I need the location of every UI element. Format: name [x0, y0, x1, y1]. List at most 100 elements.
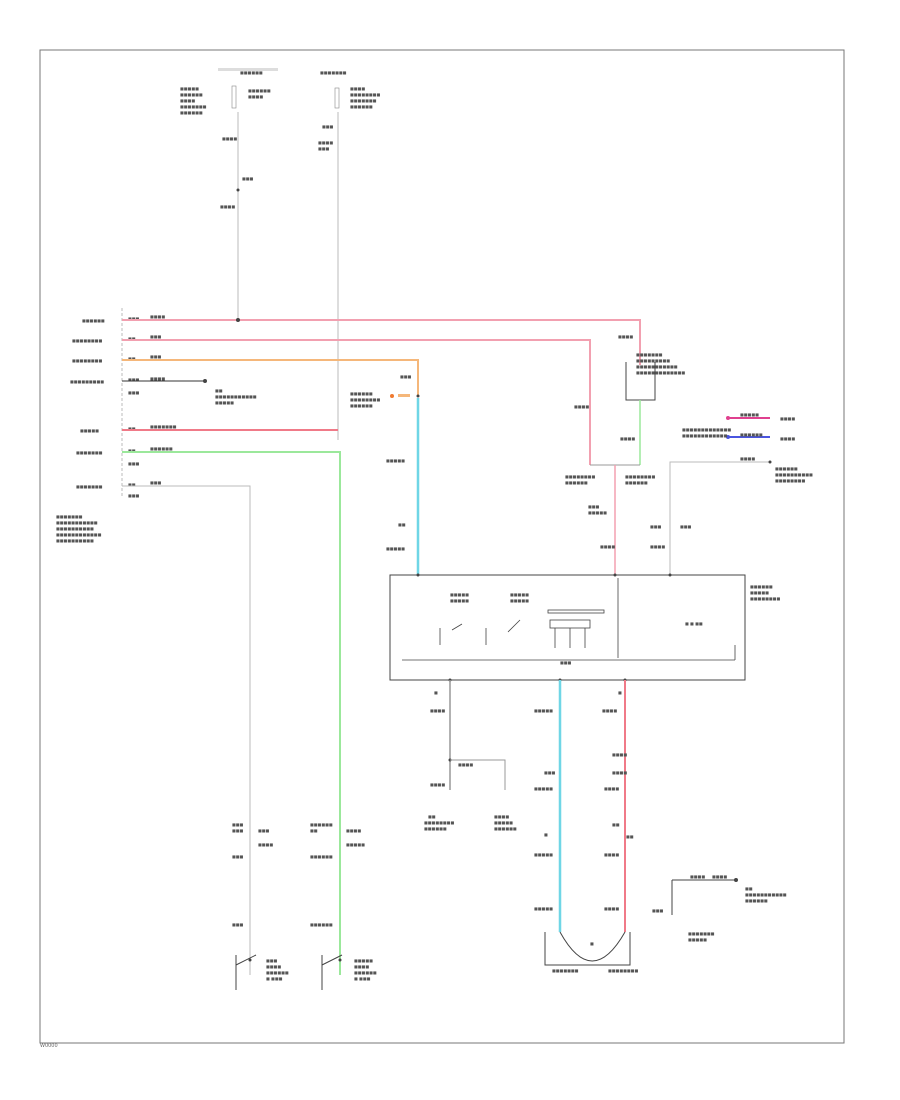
svg-text:■■■■■■: ■■■■■■ — [494, 826, 517, 831]
svg-text:■■■■■■: ■■■■■■ — [350, 391, 373, 396]
svg-text:■■■: ■■■ — [258, 828, 270, 833]
svg-text:■■■■: ■■■■ — [602, 708, 617, 713]
wire-green — [122, 451, 341, 975]
svg-text:■■■■■: ■■■■■ — [688, 937, 707, 942]
wire-orange — [122, 359, 419, 395]
svg-text:■■■■■■■: ■■■■■■■ — [688, 931, 715, 936]
svg-text:■■■■■■: ■■■■■■ — [82, 318, 105, 323]
svg-text:■■■■■■■■■■: ■■■■■■■■■■ — [56, 538, 94, 543]
svg-text:■■■■■: ■■■■■ — [510, 592, 529, 597]
diagram-frame — [39, 49, 845, 1044]
svg-text:■■■: ■■■ — [588, 504, 600, 509]
svg-text:■■■■: ■■■■ — [430, 708, 445, 713]
svg-text:■■■■■■■: ■■■■■■■ — [552, 968, 579, 973]
svg-text:■■■■: ■■■■ — [150, 314, 165, 319]
svg-text:■■■■■: ■■■■■ — [386, 546, 405, 551]
fuse-block-right: ■■■■■■■ ■■■■ ■■■■■■■■ ■■■■■■■ ■■■■■■ ■■■… — [318, 70, 380, 440]
svg-text:■■: ■■ — [128, 426, 136, 431]
svg-text:■■■■: ■■■■ — [780, 436, 795, 441]
svg-text:■■■: ■■■ — [680, 524, 692, 529]
legend-wires: ■■■■■■■■■■■■■ ■■■■■■■■■■■■ ■■■■■ ■■■■■■ … — [682, 412, 795, 441]
fuse-block-left: ■■■■■■ ■■■■■ ■■■■■■ ■■■■ ■■■■■■■ ■■■■■■ … — [180, 68, 278, 320]
svg-text:■■■■■■■■: ■■■■■■■■ — [350, 92, 380, 97]
svg-text:■■■■■■■■: ■■■■■■■■ — [350, 397, 380, 402]
svg-text:■■■■■■■■■■■■: ■■■■■■■■■■■■ — [56, 532, 102, 537]
svg-text:■■■■: ■■■■ — [318, 140, 333, 145]
svg-text:■■: ■■ — [310, 828, 318, 833]
svg-text:■■■■: ■■■■ — [740, 456, 755, 461]
svg-text:■■■■■■: ■■■■■■ — [310, 822, 333, 827]
svg-text:■■■■: ■■■■ — [458, 762, 473, 767]
svg-text:■■■■: ■■■■ — [350, 86, 365, 91]
svg-text:■■■■: ■■■■ — [222, 136, 237, 141]
svg-text:■■■■: ■■■■ — [650, 544, 665, 549]
svg-text:■■■■■: ■■■■■ — [450, 598, 469, 603]
svg-text:■■■■■: ■■■■■ — [750, 590, 769, 595]
svg-text:■■: ■■ — [612, 822, 620, 827]
svg-text:■■■: ■■■ — [544, 770, 556, 775]
svg-text:■■■■: ■■■■ — [690, 874, 705, 879]
svg-text:■■: ■■ — [128, 482, 136, 487]
svg-text:■■: ■■ — [128, 336, 136, 341]
svg-text:■: ■ — [434, 690, 438, 695]
svg-text:■■: ■■ — [398, 522, 406, 527]
svg-text:■■■■: ■■■■ — [354, 964, 369, 969]
svg-text:■■■: ■■■ — [128, 493, 140, 498]
svg-text:■■: ■■ — [626, 834, 634, 839]
svg-text:■■■: ■■■ — [560, 660, 572, 665]
svg-text:■■■■: ■■■■ — [220, 204, 235, 209]
svg-text:■■■■■■■■: ■■■■■■■■ — [775, 478, 805, 483]
switch-bottom-right: ■■■■ ■■■■ ■■ ■■■■■■■■■■■ ■■■■■■ ■■■ ■■■■… — [652, 874, 787, 942]
svg-text:■■■■■: ■■■■■ — [450, 592, 469, 597]
svg-text:■■■■■■: ■■■■■■ — [745, 898, 768, 903]
svg-text:■■■■■■: ■■■■■■ — [266, 970, 289, 975]
svg-text:■■■: ■■■ — [322, 124, 334, 129]
svg-text:■■■■■■■■■■■: ■■■■■■■■■■■ — [745, 892, 787, 897]
svg-text:■■■■■■: ■■■■■■ — [354, 970, 377, 975]
svg-text:■■: ■■ — [215, 388, 223, 393]
svg-text:■■■■■: ■■■■■ — [215, 400, 234, 405]
svg-text:■: ■ — [590, 941, 594, 946]
svg-text:■■■: ■■■ — [650, 524, 662, 529]
svg-text:■■■■■■■■■■■: ■■■■■■■■■■■ — [636, 364, 678, 369]
svg-text:■■■■■■■: ■■■■■■■ — [636, 352, 663, 357]
svg-text:■■■■■: ■■■■■ — [354, 958, 373, 963]
svg-text:■■■■■: ■■■■■ — [588, 510, 607, 515]
svg-text:■■■■■■■: ■■■■■■■ — [56, 514, 83, 519]
svg-text:■■■■■: ■■■■■ — [80, 428, 99, 433]
svg-text:■■■■■■■■■: ■■■■■■■■■ — [636, 358, 670, 363]
svg-text:■■■: ■■■ — [242, 176, 254, 181]
svg-text:■■■■: ■■■■ — [612, 752, 627, 757]
svg-text:■■■■: ■■■■ — [346, 828, 361, 833]
svg-text:■■■■■■■■■■: ■■■■■■■■■■ — [56, 526, 94, 531]
svg-text:■■■■■■■■: ■■■■■■■■ — [72, 358, 102, 363]
svg-text:■■■■■■■: ■■■■■■■ — [76, 484, 103, 489]
svg-text:■■■■■■■■■■■■■: ■■■■■■■■■■■■■ — [636, 370, 685, 375]
svg-text:■■■: ■■■ — [318, 146, 330, 151]
svg-text:■■■■: ■■■■ — [430, 782, 445, 787]
svg-text:■■■: ■■■ — [232, 822, 244, 827]
svg-text:■■■■■■■■: ■■■■■■■■ — [750, 596, 780, 601]
svg-text:■■■: ■■■ — [128, 461, 140, 466]
actuator-bottom: ■ ■■■■■■■ ■■■■■■■■ — [544, 931, 638, 973]
svg-text:■■■■■■■■■■■: ■■■■■■■■■■■ — [56, 520, 98, 525]
svg-text:■■: ■■ — [128, 356, 136, 361]
control-unit: ■■■■■ ■■■■■ ■■■■■ ■■■■■ ■ ■ ■■ ■■■ ■■■■■… — [389, 573, 780, 682]
svg-text:■■■■■■■: ■■■■■■■ — [76, 450, 103, 455]
svg-text:■■■■■■: ■■■■■■ — [180, 110, 203, 115]
svg-text:■■■■■■: ■■■■■■ — [180, 92, 203, 97]
svg-text:■■■: ■■■ — [128, 377, 140, 382]
svg-text:■■■■■: ■■■■■ — [386, 458, 405, 463]
svg-text:■■■■: ■■■■ — [604, 906, 619, 911]
svg-text:■■■■■■: ■■■■■■ — [750, 584, 773, 589]
svg-text:■■■■: ■■■■ — [604, 786, 619, 791]
svg-text:■■■■: ■■■■ — [604, 852, 619, 857]
wire-gray-bottom — [122, 485, 251, 975]
svg-text:■ ■ ■■: ■ ■ ■■ — [685, 621, 703, 626]
svg-text:■■■■■: ■■■■■ — [346, 842, 365, 847]
svg-text:■: ■ — [544, 832, 548, 837]
svg-text:■■■■■■■■■■■: ■■■■■■■■■■■ — [215, 394, 257, 399]
svg-text:■■■■■■■■■■■■: ■■■■■■■■■■■■ — [682, 433, 728, 438]
svg-text:■■■■■■■■: ■■■■■■■■ — [625, 474, 655, 479]
switches-bottom-left: ■■■ ■■■ ■■■ ■■■■ ■■■ ■■■ ■■■■■■ ■■ ■■■■ … — [232, 822, 377, 990]
